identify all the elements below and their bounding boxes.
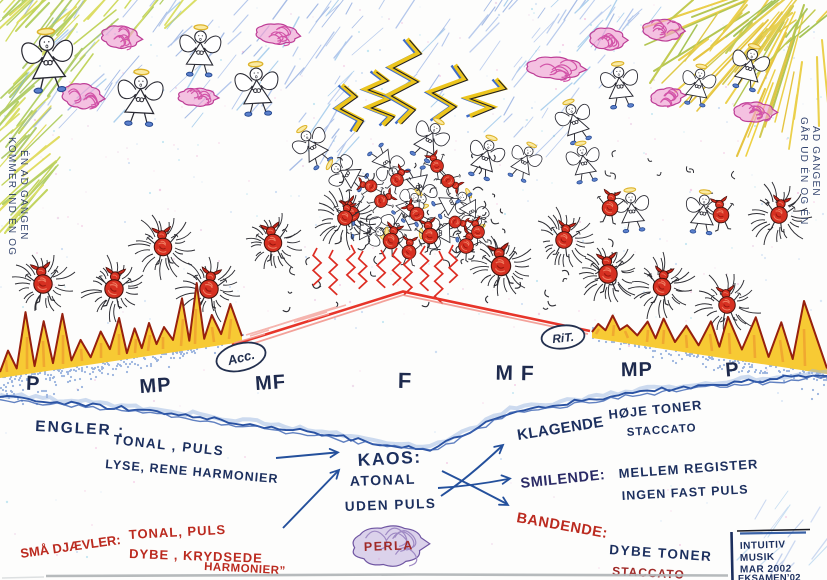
svg-text:INTUITIV: INTUITIV: [740, 539, 786, 552]
svg-text:MAR 2002: MAR 2002: [740, 564, 792, 576]
svg-text:P: P: [26, 373, 41, 395]
svg-text:EKSAMEN’02: EKSAMEN’02: [738, 572, 801, 580]
svg-text:KAOS:: KAOS:: [357, 447, 422, 470]
svg-text:MUSIK: MUSIK: [740, 552, 775, 564]
svg-text:P: P: [724, 358, 740, 381]
svg-text:Acc.: Acc.: [225, 347, 256, 368]
svg-text:INGEN FAST PULS: INGEN FAST PULS: [621, 482, 748, 503]
svg-text:MP: MP: [139, 374, 172, 398]
svg-text:STACCATO: STACCATO: [612, 564, 685, 580]
svg-text:GÅR UD ÉN OG ÉN: GÅR UD ÉN OG ÉN: [798, 117, 811, 226]
svg-text:STACCATO: STACCATO: [626, 422, 697, 439]
svg-text:KOMMER IND ÉN OG: KOMMER IND ÉN OG: [6, 137, 19, 256]
svg-text:RiT.: RiT.: [552, 330, 575, 346]
svg-text:HARMONIER”: HARMONIER”: [204, 561, 286, 577]
svg-text:MF: MF: [254, 371, 286, 395]
svg-text:F: F: [398, 368, 413, 393]
svg-text:ENGLER :: ENGLER :: [35, 418, 126, 440]
svg-text:ÉN AD GANGEN: ÉN AD GANGEN: [18, 150, 31, 241]
svg-text:ATONAL: ATONAL: [350, 471, 417, 489]
svg-text:UDEN PULS: UDEN PULS: [345, 496, 437, 514]
svg-text:M F: M F: [495, 362, 535, 386]
svg-text:DYBE TONER: DYBE TONER: [609, 542, 713, 564]
svg-text:PERLA: PERLA: [364, 538, 414, 554]
svg-text:AD GANGEN: AD GANGEN: [810, 126, 821, 197]
svg-text:MP: MP: [621, 359, 653, 382]
svg-text:TONAL, PULS: TONAL, PULS: [128, 522, 226, 542]
svg-text:DYBE , KRYDSEDE: DYBE , KRYDSEDE: [129, 546, 263, 566]
